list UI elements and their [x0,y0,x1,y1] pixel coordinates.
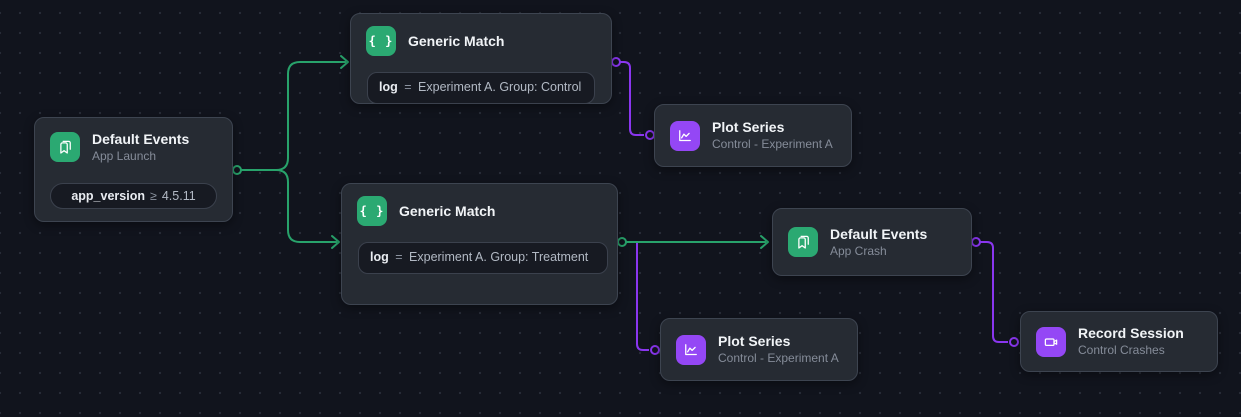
node-title: Record Session [1078,325,1184,342]
condition-key: log [370,250,389,264]
edge-match-control-to-plot-a[interactable] [620,61,644,136]
node-subtitle: App Crash [830,243,887,258]
edge-launch-to-match-control[interactable] [241,61,346,171]
node-title: Generic Match [399,202,496,219]
node-plot-series-a[interactable]: Plot Series Control - Experiment A [654,104,852,167]
output-port-default-events-crash[interactable] [971,237,981,247]
output-port-generic-match-control[interactable] [611,57,621,67]
line-chart-icon [670,120,700,151]
node-generic-match-control[interactable]: { } Generic Match log = Experiment A. Gr… [350,13,612,104]
edge-launch-to-match-treatment[interactable] [241,169,337,243]
input-port-record-session[interactable] [1009,337,1019,347]
node-title: Plot Series [718,333,791,350]
node-subtitle: Control Crashes [1078,343,1165,358]
arrowhead-into-match-control [340,55,349,69]
node-titles: Plot Series Control - Experiment A [712,119,833,151]
node-plot-series-b[interactable]: Plot Series Control - Experiment A [660,318,858,381]
input-port-plot-series-b[interactable] [650,345,660,355]
node-titles: Default Events App Crash [830,226,927,258]
node-subtitle: App Launch [92,149,157,164]
output-port-generic-match-treatment[interactable] [617,237,627,247]
braces-glyph: { } [368,34,394,48]
node-titles: Generic Match [408,33,504,49]
braces-glyph: { } [359,204,385,218]
video-camera-icon [1036,326,1066,357]
condition-value: Experiment A. Group: Control [418,80,582,94]
bookmark-icon [788,227,818,257]
braces-icon: { } [357,196,387,226]
node-generic-match-treatment[interactable]: { } Generic Match log = Experiment A. Gr… [341,183,618,305]
condition-pill: log = Experiment A. Group: Control [367,72,595,104]
condition-value: 4.5.11 [161,189,196,204]
node-titles: Plot Series Control - Experiment A [718,333,839,365]
edge-match-treatment-to-plot-b[interactable] [636,243,649,351]
condition-operator: = [395,250,403,264]
line-chart-icon [676,334,706,365]
node-title: Default Events [830,225,928,242]
node-subtitle: Control - Experiment A [712,137,833,152]
node-titles: Default Events App Launch [92,131,189,163]
node-subtitle: Control - Experiment A [718,351,839,366]
input-port-plot-series-a[interactable] [645,130,655,140]
arrowhead-into-default-events-crash [760,235,769,249]
condition-pill: log = Experiment A. Group: Treatment [358,242,608,274]
braces-icon: { } [366,26,396,56]
node-default-events-app-crash[interactable]: Default Events App Crash [772,208,972,276]
condition-key: log [379,80,398,94]
condition-operator: = [404,80,412,94]
bookmark-icon [50,132,80,163]
node-title: Default Events [92,131,190,147]
node-titles: Generic Match [399,203,495,219]
edge-crash-to-record-session[interactable] [980,241,1008,343]
condition-operator: ≥ [149,189,157,204]
node-title: Generic Match [408,32,505,49]
node-titles: Record Session Control Crashes [1078,325,1184,357]
condition-pill: app_version ≥ 4.5.11 [50,183,217,210]
node-record-session[interactable]: Record Session Control Crashes [1020,311,1218,372]
node-title: Plot Series [712,119,785,136]
node-default-events-app-launch[interactable]: Default Events App Launch app_version ≥ … [34,117,233,222]
arrowhead-into-match-treatment [331,235,340,249]
output-port-default-events-launch[interactable] [232,165,242,175]
condition-value: Experiment A. Group: Treatment [409,250,589,264]
condition-key: app_version [71,189,145,204]
